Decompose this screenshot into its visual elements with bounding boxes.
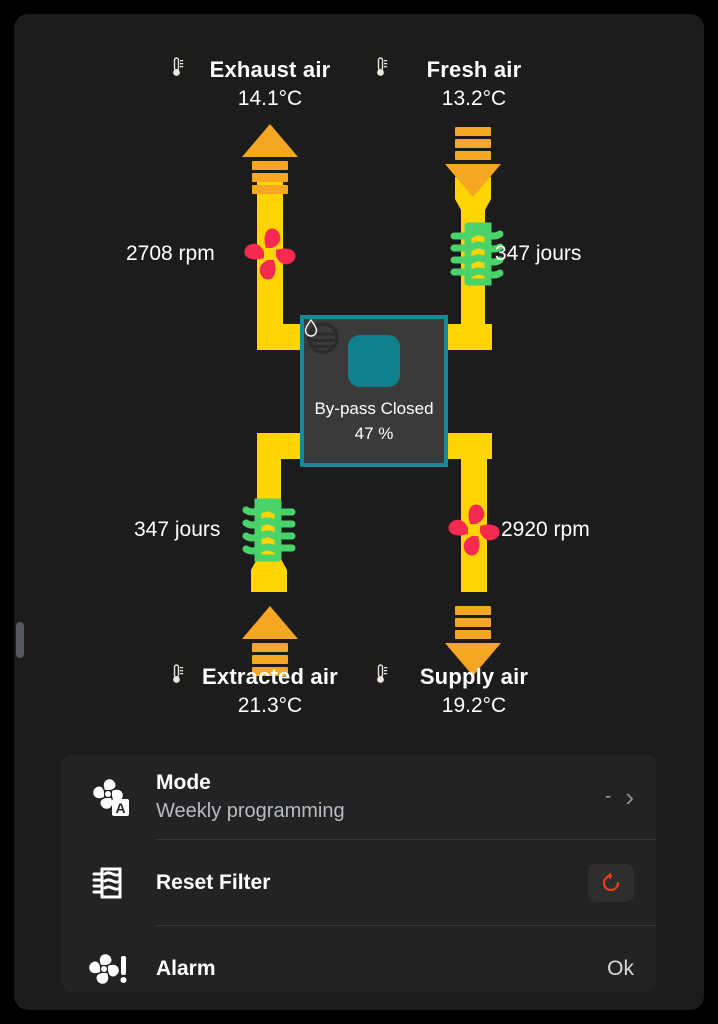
alarm-title: Alarm xyxy=(156,956,216,980)
reset-filter-text-block: Reset Filter xyxy=(156,871,588,895)
mode-right-block: - › xyxy=(605,784,634,810)
airflow-schematic: Exhaust air 14.1°C Fresh air xyxy=(14,14,704,754)
supply-fan-speed-value: 2920 rpm xyxy=(501,518,590,541)
menu-row-alarm[interactable]: Alarm Ok xyxy=(62,926,656,1010)
water-drop-icon xyxy=(304,319,318,337)
exhaust-air-label: Exhaust air 14.1°C xyxy=(170,57,370,111)
filter-icon xyxy=(86,859,134,907)
mode-value: - xyxy=(605,786,612,807)
supply-air-temperature-value: 19.2°C xyxy=(441,694,507,717)
alarm-status-value: Ok xyxy=(607,957,634,980)
mode-title: Mode xyxy=(156,771,211,795)
reset-filter-right-block xyxy=(588,864,634,902)
page-scrollbar[interactable] xyxy=(16,622,24,658)
thermometer-icon xyxy=(173,57,184,76)
fresh-air-label: Fresh air 13.2°C xyxy=(374,57,574,111)
exhaust-fan-speed-value: 2708 rpm xyxy=(126,242,215,265)
supply-air-label: Supply air 19.2°C xyxy=(374,664,574,718)
filter-icon-fresh xyxy=(450,222,504,286)
bypass-humidity-value: 47 % xyxy=(354,424,394,443)
reset-filter-button[interactable] xyxy=(588,864,634,902)
bypass-humidity: 47 % xyxy=(304,319,394,444)
menu-row-mode[interactable]: A Mode Weekly programming - › xyxy=(62,754,656,840)
mode-text-block: Mode Weekly programming xyxy=(156,771,605,822)
menu-row-reset-filter[interactable]: Reset Filter xyxy=(62,840,656,926)
thermometer-icon xyxy=(173,664,184,683)
settings-menu-panel: A Mode Weekly programming - › xyxy=(62,754,656,992)
exhaust-air-title: Exhaust air xyxy=(209,57,331,82)
fresh-air-filter-life-value: 347 jours xyxy=(495,242,582,265)
row-divider xyxy=(156,925,656,926)
svg-text:A: A xyxy=(115,800,125,816)
fresh-air-title: Fresh air xyxy=(426,57,522,82)
alarm-right-block: Ok xyxy=(607,957,634,981)
extracted-air-temperature-value: 21.3°C xyxy=(237,694,303,717)
thermometer-icon xyxy=(377,57,388,76)
supply-air-title: Supply air xyxy=(419,664,529,689)
alarm-text-block: Alarm xyxy=(156,957,607,981)
fresh-air-temperature-value: 13.2°C xyxy=(441,87,507,110)
fresh-air-temperature: 13.2°C xyxy=(374,57,574,111)
duct-network xyxy=(242,124,504,676)
bypass-status-label: By-pass Closed xyxy=(314,399,434,418)
supply-air-temperature: 19.2°C xyxy=(374,664,574,718)
bypass-module[interactable]: By-pass Closed 47 % xyxy=(300,315,448,467)
extracted-air-temperature: 21.3°C xyxy=(170,664,370,718)
exhaust-air-temperature-value: 14.1°C xyxy=(237,87,303,110)
filter-icon-extracted xyxy=(242,498,296,562)
bypass-damper-icon xyxy=(307,322,400,387)
fan-icon-exhaust xyxy=(244,228,296,280)
extracted-air-title: Extracted air xyxy=(202,664,338,689)
chevron-right-icon[interactable]: › xyxy=(625,782,634,812)
extracted-air-label: Extracted air 21.3°C xyxy=(170,664,370,718)
fan-auto-icon: A xyxy=(86,773,134,821)
extracted-air-filter-life-value: 347 jours xyxy=(134,518,221,541)
reset-icon xyxy=(602,872,620,892)
fan-alert-icon xyxy=(86,945,134,993)
ventilation-dashboard-card: Exhaust air 14.1°C Fresh air xyxy=(14,14,704,1010)
reset-filter-title: Reset Filter xyxy=(156,870,271,894)
fan-icon-supply xyxy=(448,504,500,556)
thermometer-icon xyxy=(377,664,388,683)
mode-subtitle: Weekly programming xyxy=(156,799,345,822)
exhaust-air-temperature: 14.1°C xyxy=(170,57,370,111)
row-divider xyxy=(156,839,656,840)
